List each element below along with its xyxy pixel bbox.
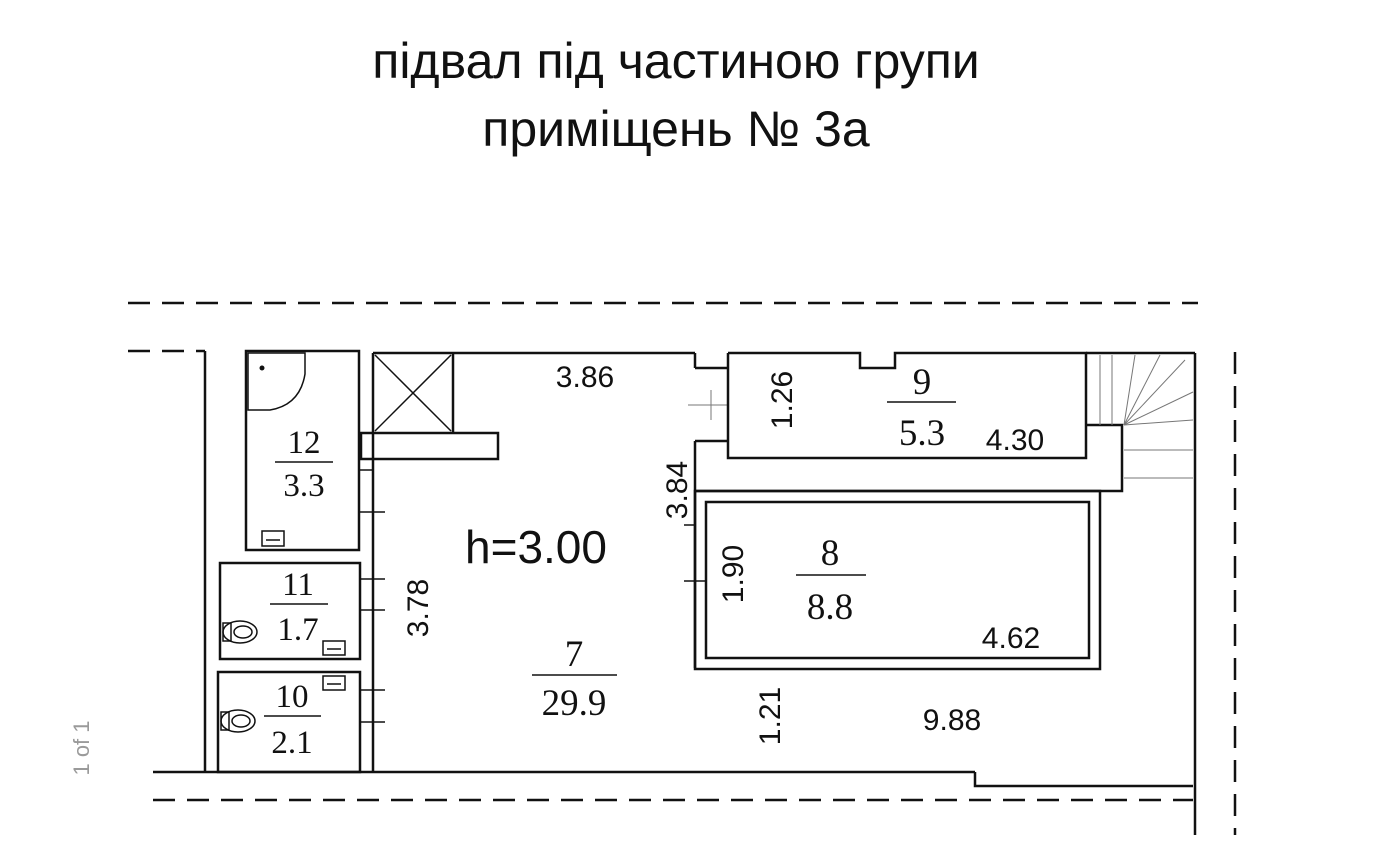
toilet-icon-tank	[222, 622, 232, 642]
toilet-icon-bowl	[231, 714, 251, 728]
room-8-area: 8.8	[807, 587, 853, 628]
room-9-outline	[726, 351, 1088, 460]
outer-wall-bottom-step	[973, 772, 1193, 788]
sink-icon	[322, 675, 346, 691]
shaft-cross-icon	[374, 354, 452, 432]
stair-line	[1123, 419, 1194, 426]
room-7-area: 29.9	[542, 683, 607, 724]
stair-line	[1123, 354, 1161, 426]
room-10-number: 10	[276, 679, 309, 715]
room-8-number: 8	[821, 533, 840, 574]
room-9-area: 5.3	[899, 413, 945, 454]
plan-title-line-2: приміщень № 3а	[482, 101, 870, 157]
dimension-1-90: 1.90	[717, 545, 750, 603]
shower-drain-icon	[259, 365, 265, 371]
room-12-number: 12	[288, 425, 321, 461]
dimension-1-26: 1.26	[766, 371, 799, 429]
room-8-inner-outline	[704, 500, 1091, 660]
shower-tray-icon	[247, 352, 306, 411]
room-7-number: 7	[565, 634, 584, 675]
room-11-number: 11	[282, 567, 314, 603]
toilet-icon-tank	[220, 711, 230, 731]
room-12-area: 3.3	[283, 468, 324, 504]
room-12-outline	[244, 349, 361, 552]
sink-icon	[322, 640, 346, 656]
beam-ledge	[359, 431, 500, 461]
room-8-outer-outline	[693, 489, 1102, 671]
page-indicator: 1 of 1	[69, 720, 94, 776]
dimension-4-30: 4.30	[986, 424, 1044, 457]
room-10-area: 2.1	[271, 725, 312, 761]
stair-line	[1123, 359, 1186, 426]
sink-icon	[261, 530, 285, 547]
room-11-outline	[218, 561, 362, 661]
dimension-9-88: 9.88	[923, 704, 981, 737]
dimension-3-86: 3.86	[556, 361, 614, 394]
ceiling-height-label: h=3.00	[465, 521, 607, 573]
room-11-area: 1.7	[277, 612, 318, 648]
dimension-3-84: 3.84	[661, 461, 694, 519]
stair-line	[1123, 391, 1194, 426]
dimension-4-62: 4.62	[982, 622, 1040, 655]
dimension-3-78: 3.78	[402, 579, 435, 637]
plan-title-line-1: підвал під частиною групи	[372, 33, 980, 89]
toilet-icon-bowl	[233, 625, 253, 639]
dimension-1-21: 1.21	[754, 687, 787, 745]
stair-line	[1123, 354, 1136, 426]
room-9-number: 9	[913, 362, 932, 403]
